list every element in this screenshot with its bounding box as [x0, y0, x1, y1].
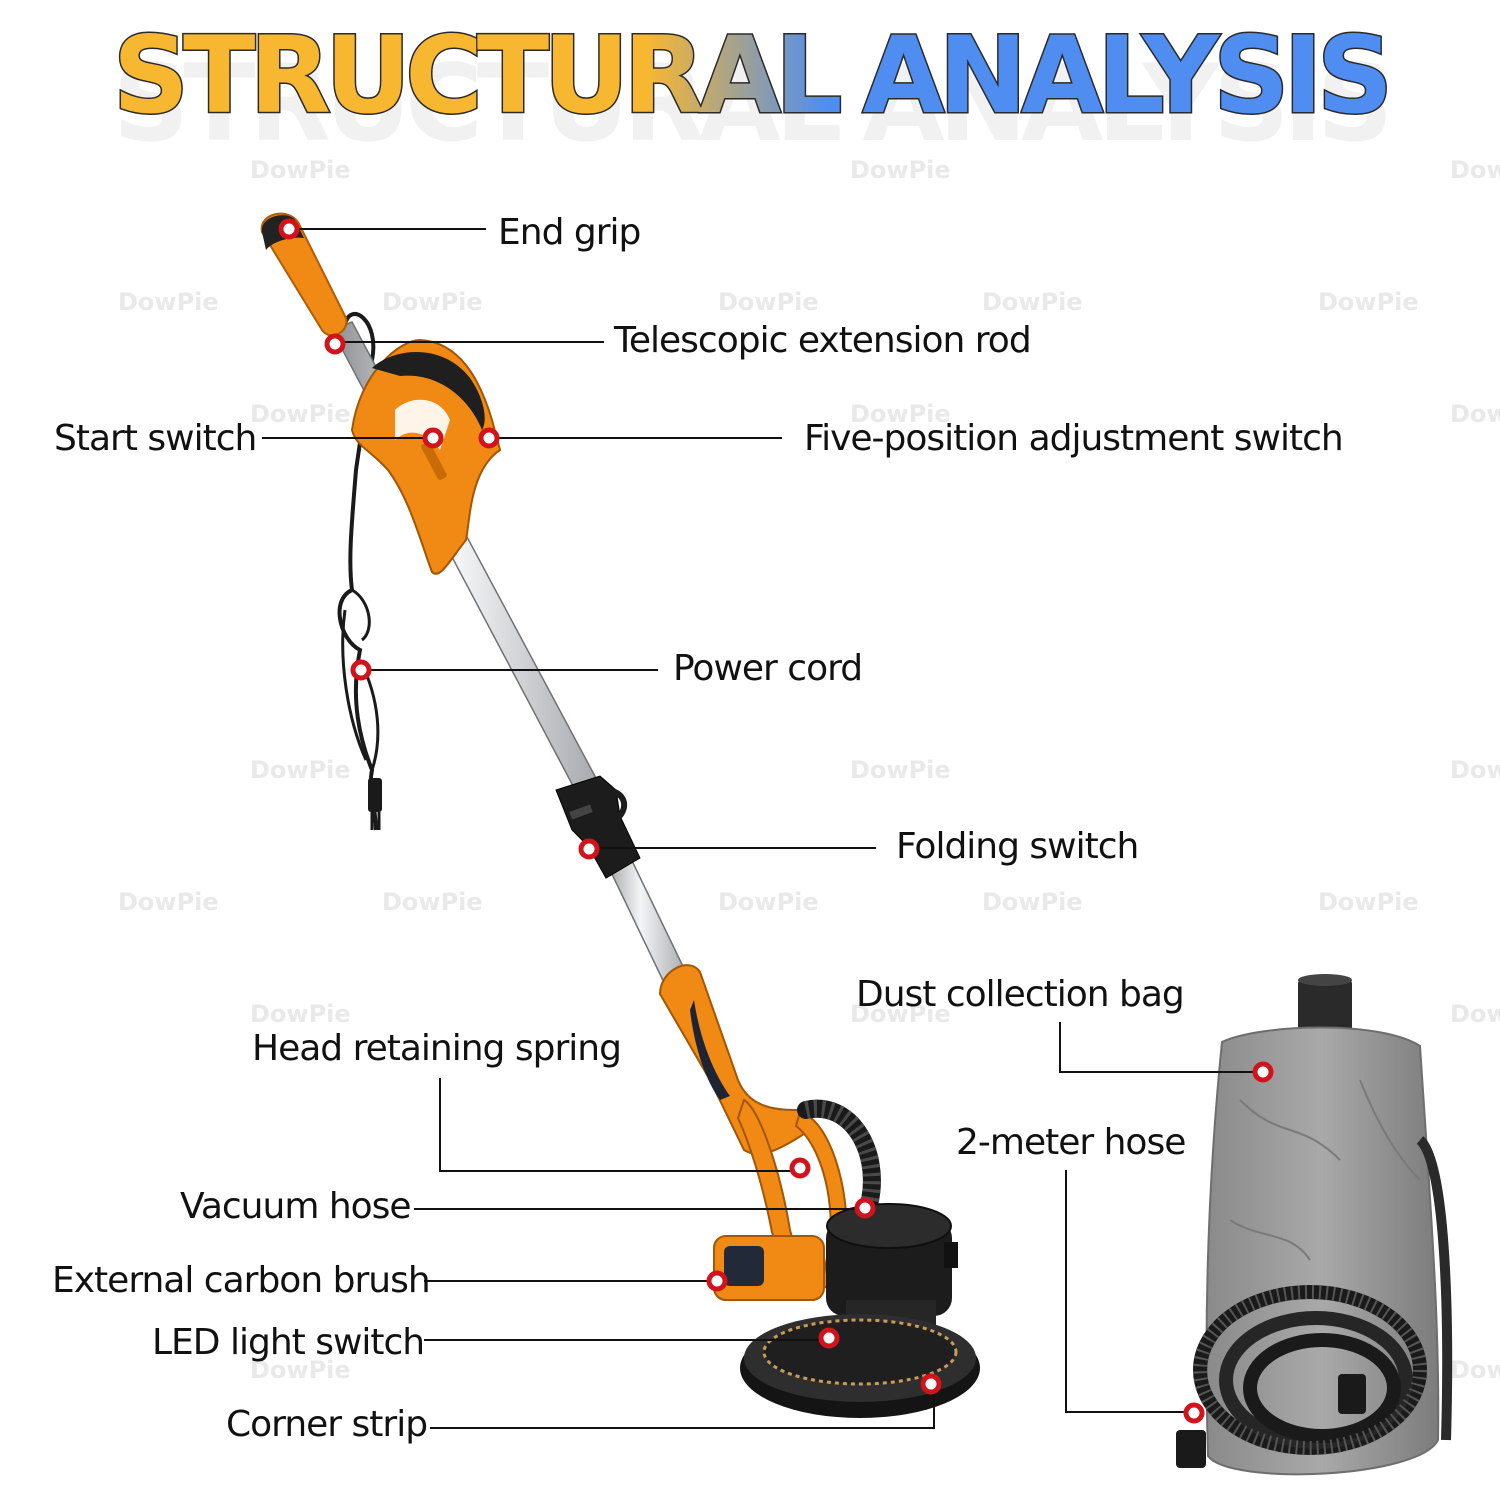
label-end-grip: End grip	[498, 212, 640, 253]
marker-folding-switch	[578, 838, 600, 860]
callout-markers	[278, 218, 1274, 1424]
drywall-sander-illustration	[260, 212, 980, 1418]
watermark: DowPie	[850, 156, 951, 184]
watermark: DowPie	[118, 888, 219, 916]
title-word-analysis: ANALYSIS	[863, 14, 1388, 137]
watermark: DowPie	[982, 888, 1083, 916]
leader-head-spring	[439, 1078, 793, 1172]
watermark: DowPie	[250, 756, 351, 784]
watermark: DowPie	[1450, 1000, 1500, 1028]
watermark: DowPie	[1450, 1356, 1500, 1384]
label-2m-hose: 2-meter hose	[956, 1122, 1185, 1163]
title-word-structural: STRUCTURAL	[113, 14, 840, 137]
marker-head-spring	[789, 1157, 811, 1179]
watermark: DowPie	[850, 1000, 951, 1028]
watermark: DowPie	[250, 1356, 351, 1384]
leader-corner-strip	[430, 1392, 935, 1429]
watermark: DowPie	[1318, 288, 1419, 316]
marker-corner-strip	[920, 1373, 942, 1395]
plug-illustration	[368, 778, 382, 812]
watermark: DowPie	[250, 156, 351, 184]
watermark: DowPie	[1450, 400, 1500, 428]
watermark: DowPie	[982, 288, 1083, 316]
marker-vacuum-hose	[854, 1197, 876, 1219]
watermark: DowPie	[118, 288, 219, 316]
folding-joint-illustration	[555, 775, 641, 879]
coiled-hose-illustration	[1176, 1285, 1427, 1468]
watermark: DowPie	[850, 400, 951, 428]
label-power-cord: Power cord	[673, 648, 862, 689]
watermark-layer: DowPie DowPie DowPie DowPie DowPie DowPi…	[118, 156, 1500, 1384]
watermark: DowPie	[850, 756, 951, 784]
watermark: DowPie	[382, 888, 483, 916]
vacuum-hose-illustration	[797, 1099, 881, 1239]
marker-dust-bag	[1252, 1061, 1274, 1083]
watermark: DowPie	[250, 400, 351, 428]
label-five-position: Five-position adjustment switch	[804, 418, 1343, 459]
marker-end-grip	[278, 218, 300, 240]
label-dust-bag: Dust collection bag	[856, 974, 1184, 1015]
leader-lines	[262, 228, 1256, 1429]
marker-start-switch	[422, 427, 444, 449]
watermark: DowPie	[1318, 888, 1419, 916]
label-head-spring: Head retaining spring	[252, 1028, 621, 1069]
label-led-switch: LED light switch	[152, 1322, 424, 1363]
label-telescopic-rod: Telescopic extension rod	[613, 320, 1031, 361]
bag-nozzle	[1298, 978, 1352, 1034]
label-corner-strip: Corner strip	[226, 1404, 427, 1445]
bag-strap	[1416, 1136, 1453, 1441]
watermark: DowPie	[1450, 156, 1500, 184]
marker-2m-hose	[1183, 1402, 1205, 1424]
watermark: DowPie	[382, 288, 483, 316]
marker-led-switch	[818, 1327, 840, 1349]
marker-telescopic-rod	[324, 333, 346, 355]
title-reflection-1: STRUCTURAL	[113, 42, 840, 165]
watermark: DowPie	[718, 888, 819, 916]
sanding-pad-illustration	[740, 1314, 980, 1418]
end-grip-illustration	[260, 212, 348, 337]
leader-dust-bag	[1059, 1022, 1256, 1073]
leader-2m-hose	[1065, 1170, 1187, 1413]
title-reflection-2: ANALYSIS	[863, 42, 1388, 165]
marker-five-position	[478, 427, 500, 449]
label-carbon-brush: External carbon brush	[52, 1260, 430, 1301]
label-start-switch: Start switch	[54, 418, 256, 459]
marker-power-cord	[350, 659, 372, 681]
watermark: DowPie	[1450, 756, 1500, 784]
marker-carbon-brush	[706, 1270, 728, 1292]
callout-labels: End grip Telescopic extension rod Start …	[52, 212, 1344, 1445]
main-handle-illustration	[350, 338, 502, 575]
label-vacuum-hose: Vacuum hose	[180, 1186, 411, 1227]
label-folding-switch: Folding switch	[896, 826, 1138, 867]
watermark: DowPie	[718, 288, 819, 316]
watermark: DowPie	[250, 1000, 351, 1028]
